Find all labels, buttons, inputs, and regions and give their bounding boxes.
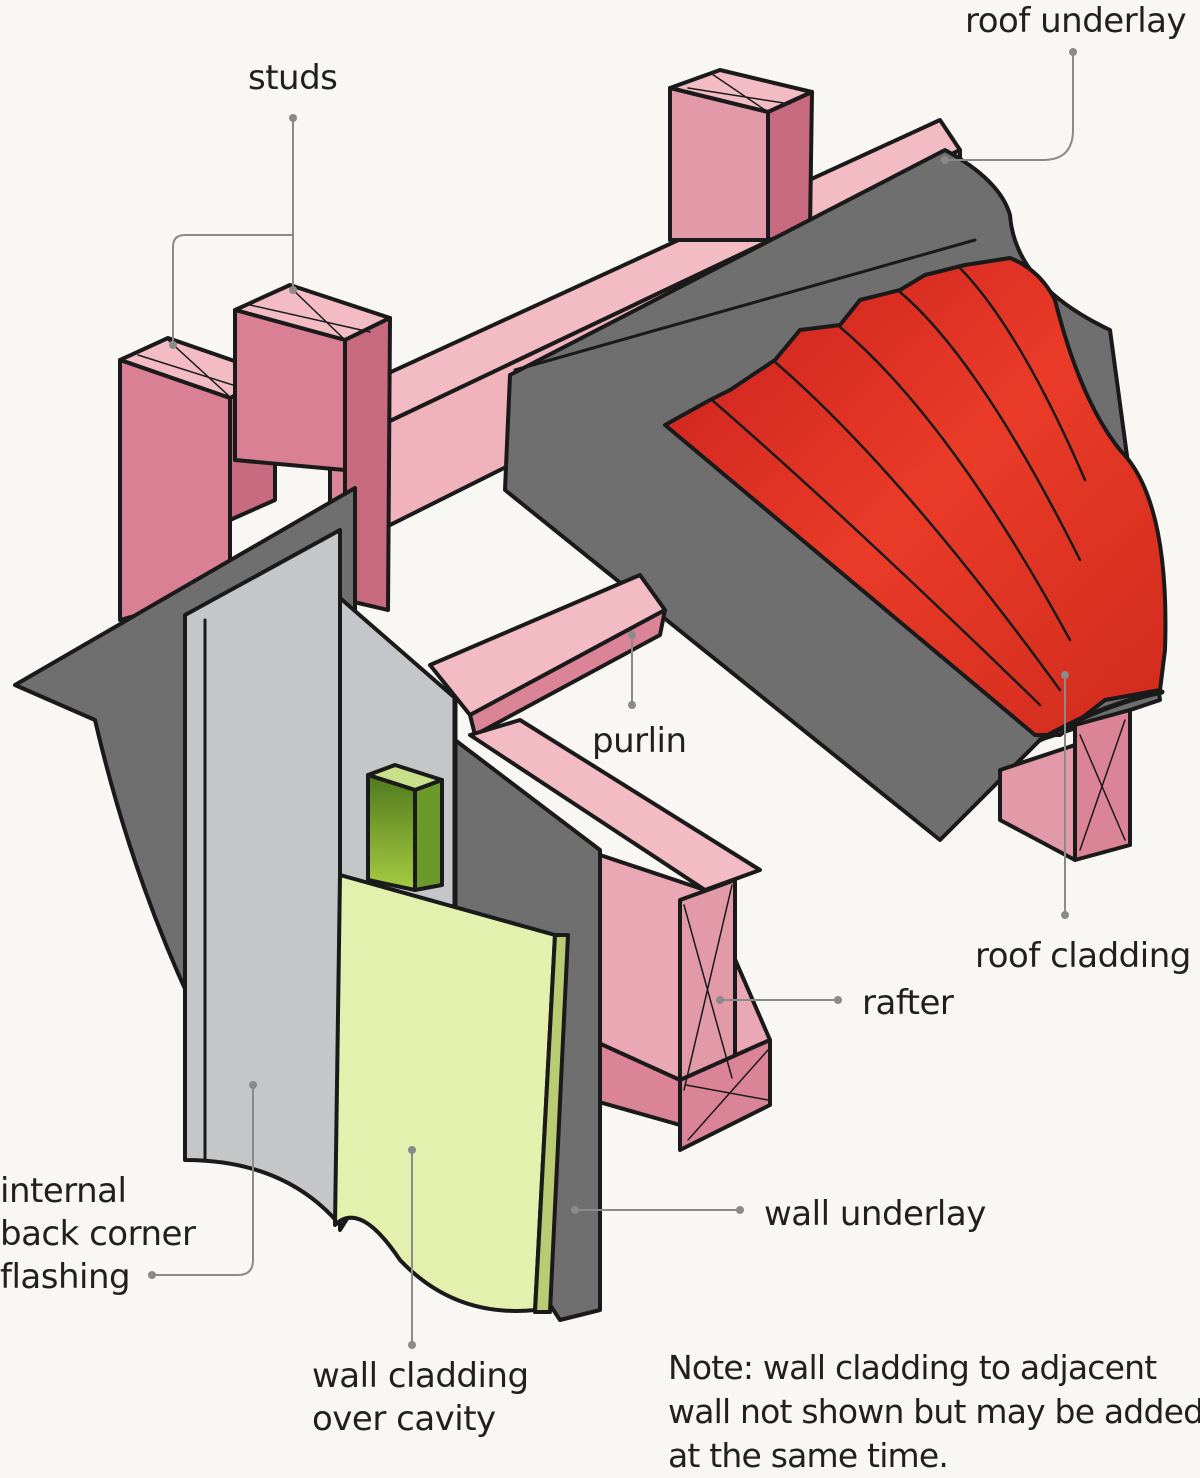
label-internal-back-corner-flashing: internal back corner flashing: [0, 1170, 196, 1299]
label-wall-cladding: wall cladding over cavity: [312, 1355, 529, 1441]
label-rafter: rafter: [862, 983, 954, 1023]
label-line: wall cladding: [312, 1356, 529, 1396]
leader-lines: [152, 52, 1074, 1345]
note-line: at the same time.: [668, 1436, 949, 1475]
rafter-end-right: [998, 708, 1132, 862]
purlin: [428, 573, 667, 737]
stud-back: [668, 68, 814, 242]
wall-cladding: [333, 873, 570, 1314]
label-line: internal: [0, 1171, 127, 1211]
rafter: [468, 718, 772, 1152]
label-roof-underlay: roof underlay: [965, 1, 1187, 41]
note: Note: wall cladding to adjacent wall not…: [668, 1346, 1200, 1478]
note-line: wall not shown but may be added: [668, 1392, 1200, 1431]
cavity-batten: [366, 763, 444, 892]
label-wall-underlay: wall underlay: [764, 1194, 986, 1234]
label-studs: studs: [248, 58, 338, 98]
roof-cladding: [663, 256, 1168, 743]
label-roof-cladding: roof cladding: [975, 936, 1191, 976]
stud-middle: [233, 283, 392, 612]
leader-dots: [148, 48, 1077, 1349]
label-line: flashing: [0, 1257, 131, 1297]
label-line: back corner: [0, 1214, 196, 1254]
note-line: Note: wall cladding to adjacent: [668, 1348, 1157, 1387]
label-purlin: purlin: [592, 721, 687, 761]
label-line: over cavity: [312, 1399, 496, 1439]
